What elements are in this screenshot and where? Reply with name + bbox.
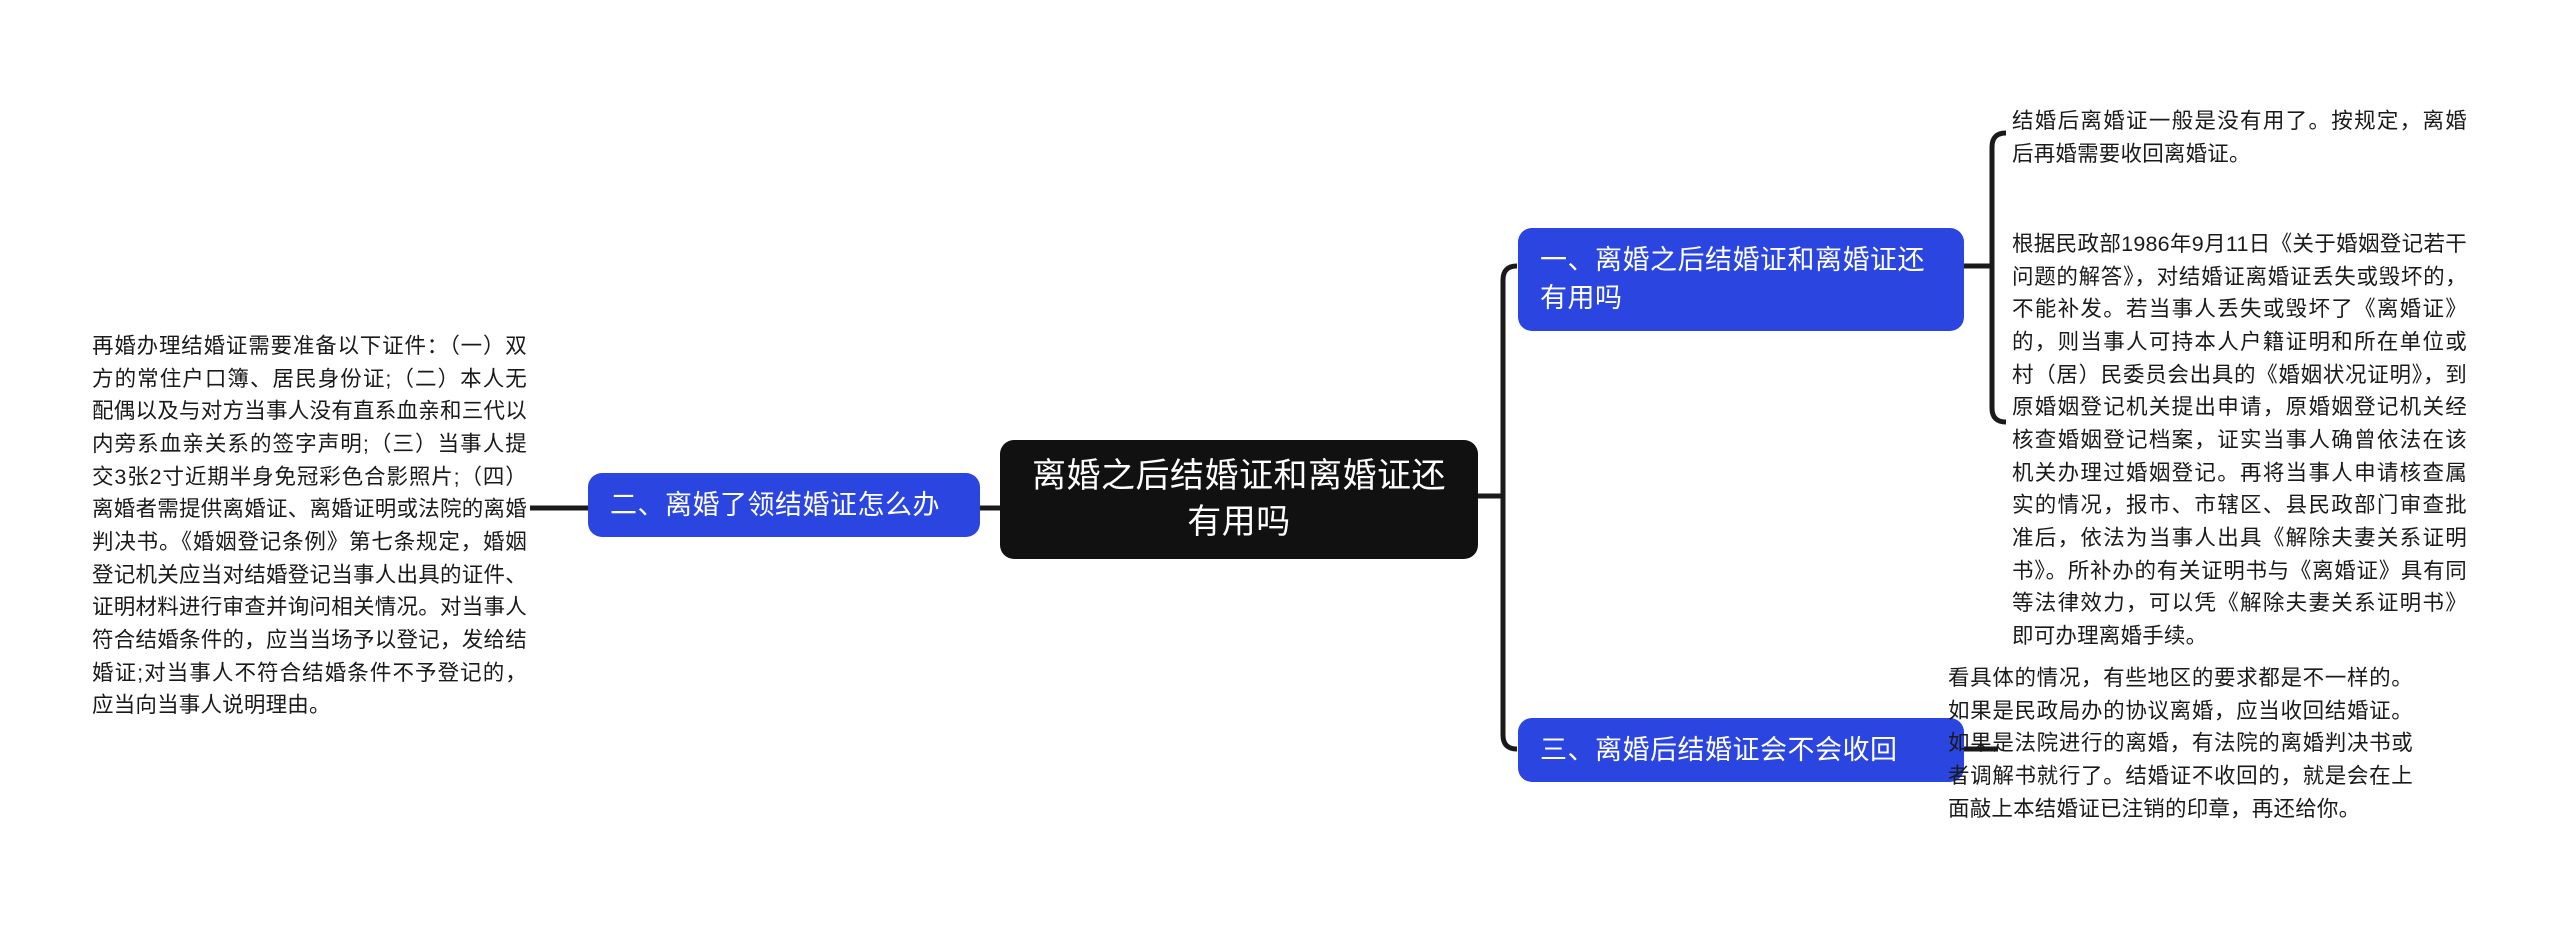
connector-branch1-to-leaf-r1: [1989, 130, 2007, 266]
connector-branch1-to-leaf-r2: [1989, 266, 2007, 425]
branch-node-2[interactable]: 二、离婚了领结婚证怎么办: [588, 473, 980, 538]
leaf-text-certificate-recall-policy: 看具体的情况，有些地区的要求都是不一样的。如果是民政局办的协议离婚，应当收回结婚…: [1948, 666, 2413, 821]
branch-node-3[interactable]: 三、离婚后结婚证会不会收回: [1518, 718, 1964, 783]
branch-node-2-label: 二、离婚了领结婚证怎么办: [610, 490, 940, 520]
branch-node-1-label: 一、离婚之后结婚证和离婚证还有用吗: [1540, 245, 1925, 314]
leaf-text-remarriage-documents: 再婚办理结婚证需要准备以下证件：（一）双方的常住户口簿、居民身份证;（二）本人无…: [92, 334, 527, 718]
branch-node-3-label: 三、离婚后结婚证会不会收回: [1540, 735, 1898, 765]
connector-root-to-branch3: [1500, 496, 1518, 752]
branch-node-1[interactable]: 一、离婚之后结婚证和离婚证还有用吗: [1518, 228, 1964, 331]
root-node-label: 离婚之后结婚证和离婚证还有用吗: [1032, 457, 1446, 541]
root-node[interactable]: 离婚之后结婚证和离婚证还有用吗: [1000, 440, 1478, 560]
leaf-text-divorce-certificate-usefulness: 结婚后离婚证一般是没有用了。按规定，离婚后再婚需要收回离婚证。: [2012, 109, 2467, 166]
leaf-text-civil-affairs-regulation: 根据民政部1986年9月11日《关于婚姻登记若干问题的解答》，对结婚证离婚证丢失…: [2012, 232, 2467, 649]
connector-root-to-branch1: [1500, 263, 1518, 496]
